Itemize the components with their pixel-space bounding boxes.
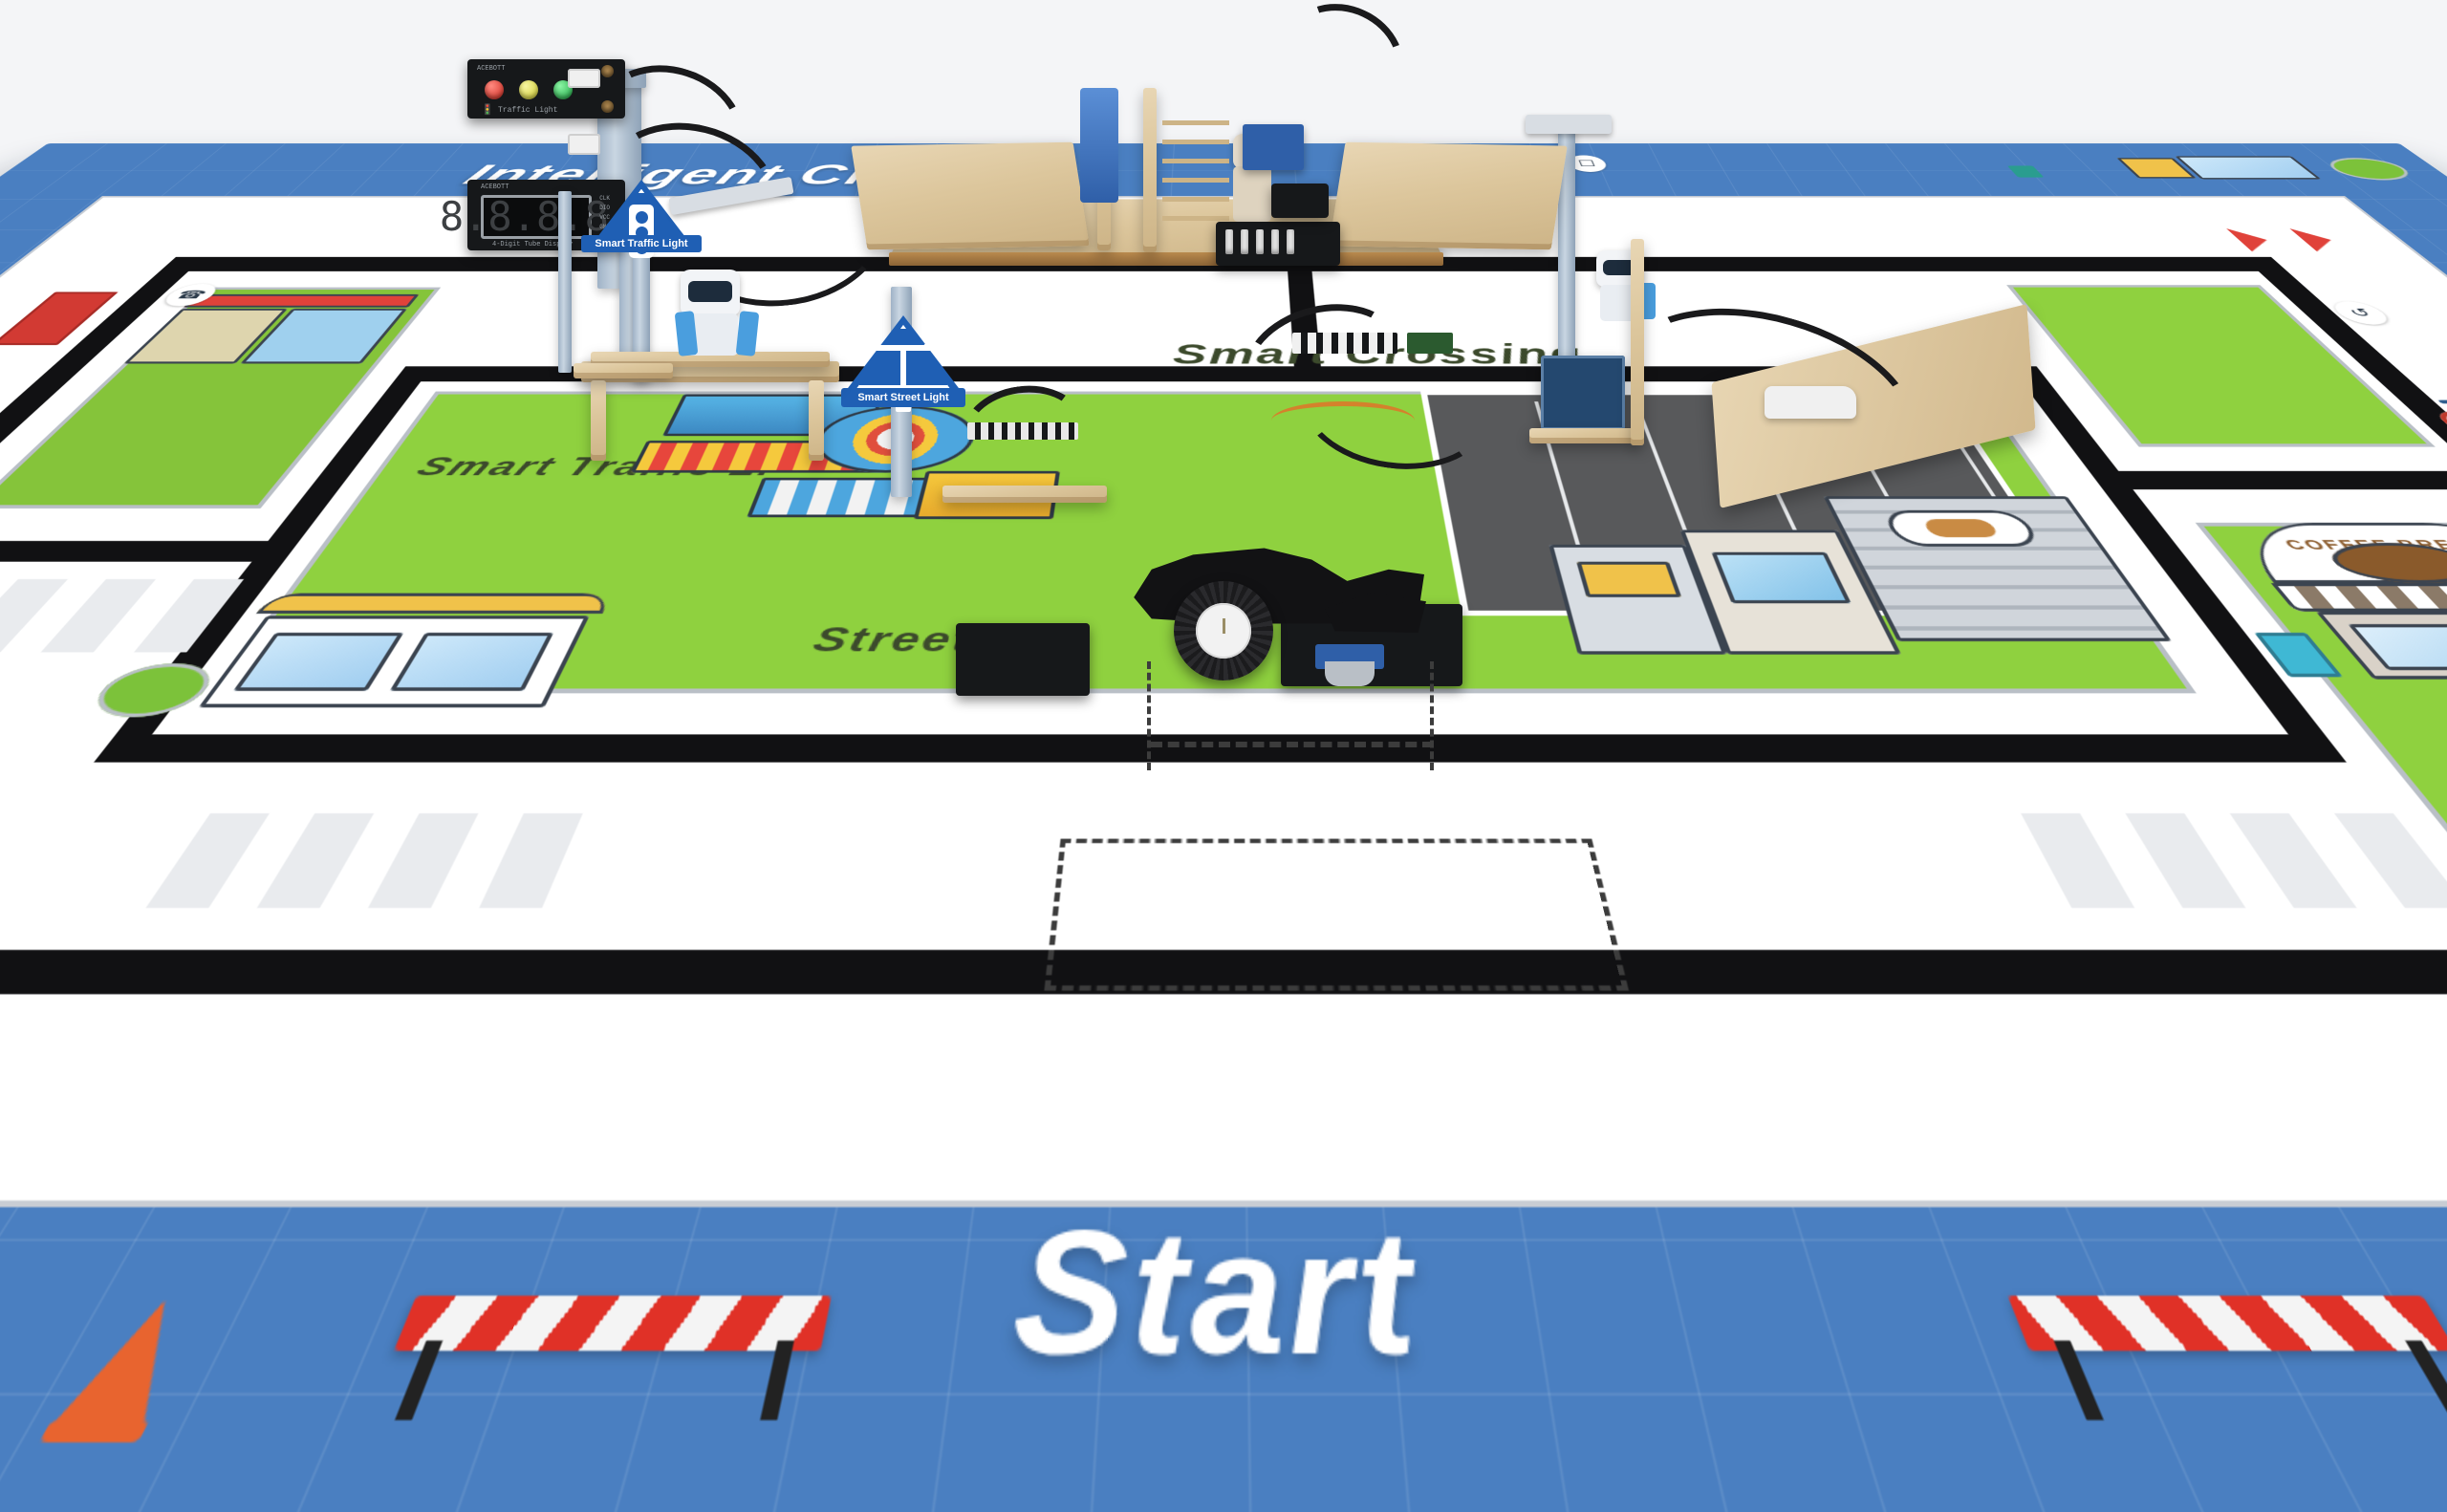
bridge-slide [1080,88,1118,203]
tube-display-pin-gnd: GND [599,224,610,230]
bridge-top-module[interactable] [1271,184,1329,218]
smart-street-light-sign[interactable] [847,315,960,412]
tube-display-value: 8.8.8.8. [439,193,634,240]
track-dash-bottom [1151,742,1434,747]
tube-display-module[interactable]: ACEBOTT 8.8.8.8. 4-Digit Tube Display CL… [440,180,633,250]
road-inner-bottom [94,734,2347,763]
play-mat[interactable]: Intelligent City Start [0,143,2447,1512]
controller-pin-3 [1256,229,1264,254]
connector-bottom [568,134,600,155]
center-left-module-pins [967,422,1078,440]
controller-led-strip [1407,333,1453,354]
cable-bridge-top [1264,0,1422,133]
start-dashed-box [1044,838,1630,991]
robot-car-front-wheel[interactable] [1174,581,1273,680]
wooden-bridge-right-ramp [1329,141,1568,250]
street-lamp-left-base [574,363,673,378]
scene-stage: Intelligent City Start [0,0,2447,805]
acebott-brand-tube-display: ACEBOTT [481,184,509,191]
tube-display-screen: 8.8.8.8. [440,195,633,239]
robot-mascot-right [1594,250,1656,327]
controller-pin-2 [1241,229,1248,254]
controller-pin-1 [1225,229,1233,254]
ramp-white-object [1765,386,1856,419]
road-barrier-icon [357,1295,832,1443]
robot-car-wheel-hub [1195,602,1252,659]
smart-traffic-light-sign-caption: Smart Traffic Light [581,235,702,252]
connector-top [568,69,600,88]
smart-street-light-sign-caption: Smart Street Light [841,388,965,407]
bridge-controller-board[interactable] [1216,222,1340,266]
controller-pin-4 [1271,229,1279,254]
tube-display-pin-clk: CLK [599,195,610,202]
street-lamp-right-post [1558,120,1575,407]
led-yellow [519,80,538,99]
smart-traffic-light-sign-caption-text: Smart Traffic Light [595,238,688,249]
traffic-light-glyph-silk: 🚦 [481,105,494,117]
tube-display-module-label: 4-Digit Tube Display [492,241,574,248]
printed-building-convenience-store [117,293,431,371]
road-spur-left [0,540,269,562]
street-lamp-left-post [558,191,572,373]
bridge-staircase [1162,115,1229,239]
crosswalk-bottom-left [145,812,594,908]
road-spur-right [2118,470,2447,490]
coffee-break-awning [2270,583,2447,612]
controller-header-strip [1292,333,1397,354]
tube-display-pin-vcc: VCC [599,214,610,221]
controller-orange-wires [1271,401,1415,440]
center-left-module[interactable] [956,623,1090,696]
mat-inner-field: Smart Crossing Smart Traffic Li Street L… [0,196,2447,1208]
start-label: Start [1005,1200,1428,1396]
smart-street-light-sign-caption-text: Smart Street Light [857,392,949,403]
smart-traffic-light-sign-post [633,220,650,382]
display-panel[interactable] [1541,356,1625,430]
robot-mascot-left [674,270,760,365]
printed-shop-right-border [2112,155,2348,186]
bridge-blue-module[interactable] [1243,124,1304,170]
bridge-pillar-right [1143,88,1157,252]
display-panel-stand [1529,428,1636,443]
track-dash-right [1430,661,1434,770]
street-lamp-right-head [1526,115,1612,134]
crosswalk-bottom-right [2021,812,2447,908]
robot-car[interactable] [1128,531,1434,694]
wooden-leg-left-b [809,380,824,461]
chevron-barrier-icon [2007,1295,2447,1443]
wooden-leg-left-a [591,380,606,461]
mount-hole-tl-2 [601,100,614,113]
track-dash-left [1147,661,1151,770]
robot-car-sensor-head [1325,661,1375,686]
acebott-brand-traffic-light: ACEBOTT [477,65,506,73]
controller-pin-5 [1287,229,1294,254]
tube-display-pin-dio: DIO [599,205,610,211]
wooden-bridge-front-edge [889,252,1443,266]
led-red [485,80,504,99]
center-left-module-stand [942,486,1107,503]
wooden-bridge-left-ramp [851,141,1090,250]
mount-hole-tl-1 [601,65,614,77]
traffic-light-module-label: Traffic Light [498,106,558,115]
display-panel-post [1631,239,1644,445]
